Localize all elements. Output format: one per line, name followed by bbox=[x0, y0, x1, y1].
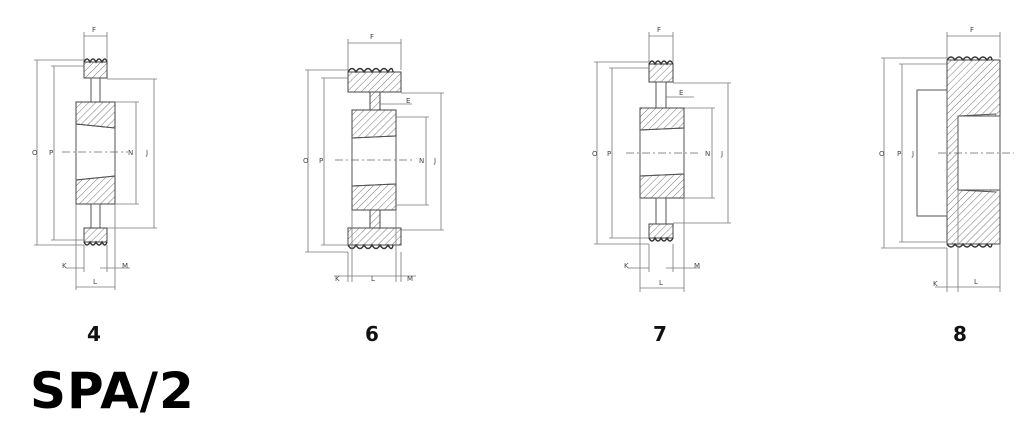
figure-caption: 4 bbox=[87, 322, 101, 346]
dim-label-p: P bbox=[607, 150, 611, 158]
pulley-drawing-type-4: F O P N J bbox=[32, 26, 157, 290]
dim-label-l: L bbox=[371, 275, 375, 283]
dim-label-m: M bbox=[407, 275, 413, 283]
dim-label-n: N bbox=[128, 149, 133, 157]
dim-label-j: J bbox=[433, 157, 436, 165]
dim-label-o: O bbox=[592, 150, 598, 158]
dim-label-j: J bbox=[720, 150, 723, 158]
dim-label-f: F bbox=[370, 33, 374, 41]
dim-label-j: J bbox=[911, 150, 914, 158]
dim-label-n: N bbox=[419, 157, 424, 165]
dim-label-k: K bbox=[933, 280, 938, 288]
dim-label-l: L bbox=[974, 278, 978, 286]
dim-label-k: K bbox=[624, 262, 629, 270]
dim-label-f: F bbox=[92, 26, 96, 34]
dim-label-k: K bbox=[335, 275, 340, 283]
dim-label-o: O bbox=[303, 157, 309, 165]
dim-label-o: O bbox=[879, 150, 885, 158]
dim-label-f: F bbox=[970, 26, 974, 34]
dim-label-j: J bbox=[145, 149, 148, 157]
dim-label-p: P bbox=[319, 157, 323, 165]
dim-label-m: M bbox=[122, 262, 128, 270]
figure-caption: 8 bbox=[953, 322, 967, 346]
pulley-drawing-type-6: F E O P N bbox=[303, 33, 444, 283]
dim-label-p: P bbox=[897, 150, 901, 158]
figure-caption: 6 bbox=[365, 322, 379, 346]
series-title: SPA/2 bbox=[30, 362, 195, 420]
dim-label-l: L bbox=[93, 278, 97, 286]
pulley-drawing-type-7: F E O P N J bbox=[592, 26, 731, 292]
dim-label-n: N bbox=[705, 150, 710, 158]
figure-caption: 7 bbox=[653, 322, 667, 346]
dim-label-e: E bbox=[406, 97, 410, 105]
dim-label-f: F bbox=[657, 26, 661, 34]
dim-label-l: L bbox=[659, 279, 663, 287]
dim-label-m: M bbox=[694, 262, 700, 270]
dim-label-e: E bbox=[679, 89, 683, 97]
dim-label-o: O bbox=[32, 149, 38, 157]
dim-label-p: P bbox=[49, 149, 53, 157]
dim-label-k: K bbox=[62, 262, 67, 270]
pulley-drawing-type-8: F O P J K L bbox=[879, 26, 1014, 292]
